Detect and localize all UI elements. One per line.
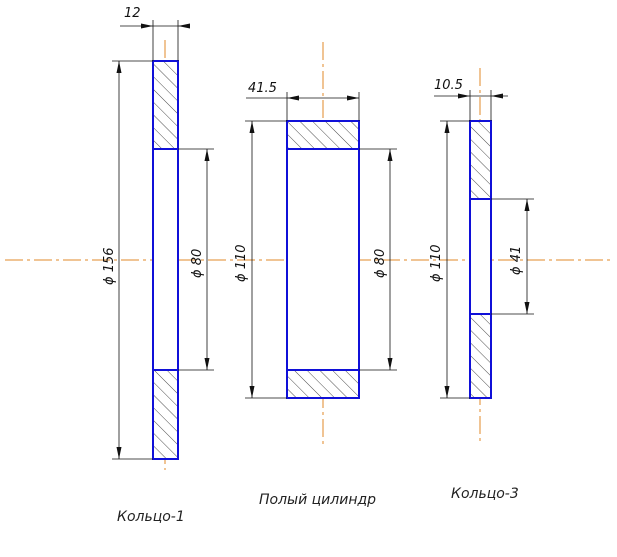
ring1-width-label: 12 xyxy=(124,6,141,21)
ring1-inner-label: ϕ 80 xyxy=(190,249,205,278)
ring3-lower-hatch xyxy=(470,314,491,398)
ring1-width-dimension: 12 xyxy=(120,6,190,61)
ring1-upper-hatch xyxy=(153,61,178,149)
cylinder-inner-label: ϕ 80 xyxy=(373,249,388,278)
ring3-width-label: 10.5 xyxy=(434,78,463,93)
ring3-upper-hatch xyxy=(470,121,491,199)
ring3-caption: Кольцо-3 xyxy=(451,486,519,502)
cylinder-upper-hatch xyxy=(287,121,359,149)
cylinder-outer-dimension: ϕ 110 xyxy=(234,120,287,399)
cylinder-inner-dimension: ϕ 80 xyxy=(359,148,397,371)
cylinder-section xyxy=(286,120,360,399)
ring3-inner-dimension: ϕ 41 xyxy=(491,198,534,315)
cylinder-width-label: 41.5 xyxy=(248,81,277,96)
ring1-inner-dimension: ϕ 80 xyxy=(178,148,214,371)
ring3-outer-dimension: ϕ 110 xyxy=(429,120,470,399)
ring1-section xyxy=(152,60,179,460)
cylinder-lower-hatch xyxy=(287,370,359,398)
cylinder-outline xyxy=(286,120,360,399)
ring1-outer-dimension: ϕ 156 xyxy=(102,60,153,460)
ring1-caption: Кольцо-1 xyxy=(117,509,185,525)
cylinder-outer-label: ϕ 110 xyxy=(234,244,249,282)
ring3-inner-label: ϕ 41 xyxy=(509,246,524,275)
cylinder-caption: Полый цилиндр xyxy=(259,492,376,508)
ring3-section xyxy=(469,120,492,399)
ring3-outline xyxy=(469,120,492,399)
cylinder-width-dimension: 41.5 xyxy=(246,81,360,121)
ring3-outer-label: ϕ 110 xyxy=(429,244,444,282)
ring3-width-dimension: 10.5 xyxy=(434,78,508,121)
ring1-outer-label: ϕ 156 xyxy=(102,247,117,285)
ring1-lower-hatch xyxy=(153,370,178,459)
